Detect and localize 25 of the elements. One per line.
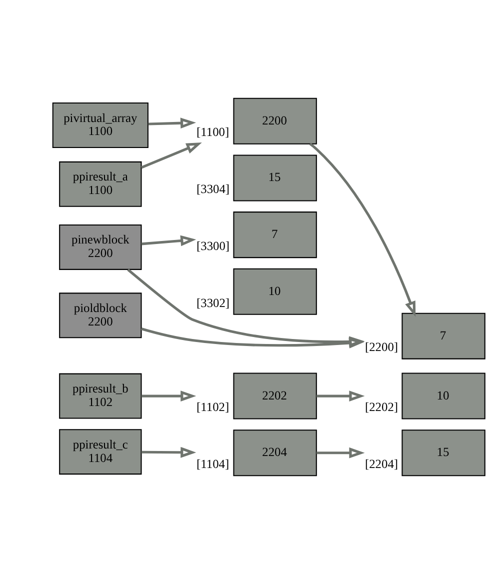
node-label: [3302] — [196, 295, 230, 310]
arrow — [148, 117, 196, 128]
node-label: [1100] — [196, 124, 229, 139]
node-label: [3304] — [196, 182, 230, 196]
node-label: [3300] — [196, 238, 230, 252]
node-label: [1102] — [196, 400, 229, 414]
node-box: ppiresult_b 1102 — [58, 372, 142, 418]
arrow — [140, 142, 202, 168]
node-label: [2202] — [364, 400, 398, 414]
arrow — [308, 142, 416, 316]
node-box: pivirtual_array 1100 — [52, 102, 148, 148]
arrow — [316, 446, 364, 458]
arrow — [126, 268, 364, 347]
node-box: pioldblock 2200 — [58, 292, 142, 338]
arrow — [140, 234, 196, 246]
arrow — [140, 327, 364, 348]
node-box: pinewblock 2200 — [58, 224, 142, 270]
node-label: [2204] — [364, 456, 398, 470]
node-label: [1104] — [196, 456, 229, 470]
arrow — [140, 390, 196, 401]
node-label: [2200] — [364, 340, 398, 354]
arrow — [316, 390, 364, 401]
arrow — [140, 446, 196, 458]
node-box: ppiresult_c 1104 — [58, 428, 142, 474]
node-box: ppiresult_a 1100 — [58, 160, 142, 206]
